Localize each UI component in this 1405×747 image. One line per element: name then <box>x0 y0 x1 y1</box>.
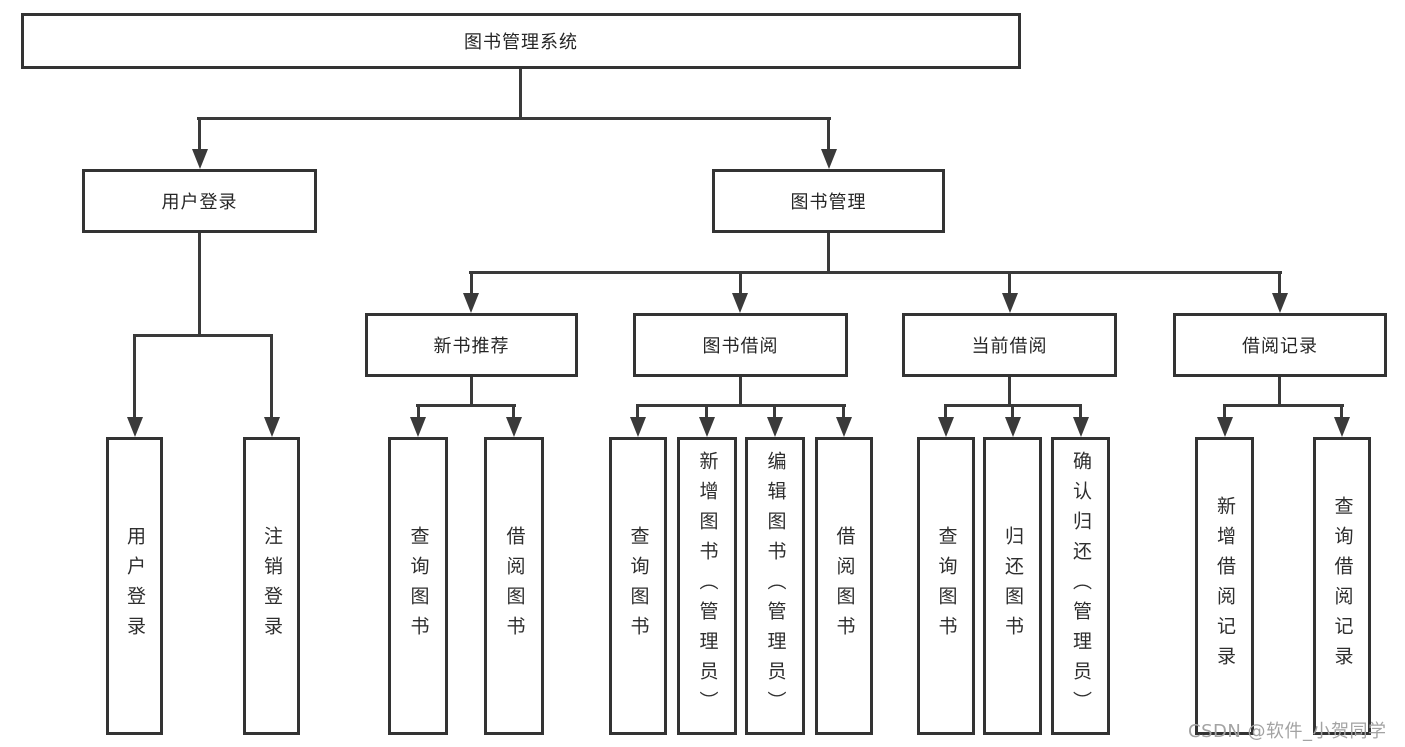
connector-line <box>512 404 515 420</box>
connector-line <box>1008 271 1011 297</box>
node-new-book-recommend-label: 新书推荐 <box>433 336 510 357</box>
arrow-down-icon <box>463 293 479 313</box>
arrow-down-icon <box>1002 293 1018 313</box>
leaf-borrow-books-recommend: 借阅图书 <box>484 437 544 735</box>
leaf-add-book-admin: 新增图书（管理员） <box>677 437 737 735</box>
leaf-query-books-recommend-label: 查询图书 <box>407 526 430 646</box>
connector-line <box>1278 377 1281 407</box>
leaf-add-borrow-record: 新增借阅记录 <box>1195 437 1254 735</box>
connector-line <box>1223 404 1226 420</box>
connector-line <box>1223 404 1344 407</box>
node-new-book-recommend: 新书推荐 <box>365 313 578 377</box>
leaf-user-login: 用户登录 <box>106 437 163 735</box>
leaf-edit-book-admin-label: 编辑图书（管理员） <box>764 451 787 721</box>
connector-line <box>842 404 845 420</box>
node-book-management: 图书管理 <box>712 169 945 233</box>
connector-line <box>1011 404 1014 420</box>
connector-line <box>636 404 846 407</box>
node-book-management-label: 图书管理 <box>790 192 867 213</box>
leaf-query-books-borrowing-label: 查询图书 <box>627 526 650 646</box>
connector-line <box>1340 404 1343 420</box>
connector-line <box>470 271 473 297</box>
node-borrowing-records: 借阅记录 <box>1173 313 1387 377</box>
leaf-query-borrow-record-label: 查询借阅记录 <box>1331 496 1354 676</box>
connector-line <box>1278 271 1281 297</box>
leaf-return-book: 归还图书 <box>983 437 1042 735</box>
leaf-query-books-borrowing: 查询图书 <box>609 437 667 735</box>
leaf-borrow-books-label: 借阅图书 <box>833 526 856 646</box>
arrow-down-icon <box>410 417 426 437</box>
leaf-query-borrow-record: 查询借阅记录 <box>1313 437 1371 735</box>
connector-line <box>270 334 273 420</box>
leaf-logout-label: 注销登录 <box>261 526 283 646</box>
watermark-text: CSDN @软件_小贺同学 <box>1188 721 1387 742</box>
connector-line <box>133 334 136 420</box>
connector-line <box>705 404 708 420</box>
connector-line <box>197 117 831 120</box>
node-user-login-label: 用户登录 <box>161 192 238 213</box>
connector-line <box>417 404 420 420</box>
arrow-down-icon <box>127 417 143 437</box>
arrow-down-icon <box>821 149 837 169</box>
node-book-borrowing: 图书借阅 <box>633 313 848 377</box>
connector-line <box>198 233 201 337</box>
leaf-confirm-return-admin: 确认归还（管理员） <box>1051 437 1110 735</box>
leaf-query-books-current: 查询图书 <box>917 437 975 735</box>
connector-line <box>519 69 522 120</box>
node-borrowing-records-label: 借阅记录 <box>1242 336 1318 357</box>
connector-line <box>739 271 742 297</box>
connector-line <box>773 404 776 420</box>
arrow-down-icon <box>506 417 522 437</box>
leaf-borrow-books: 借阅图书 <box>815 437 873 735</box>
arrow-down-icon <box>732 293 748 313</box>
leaf-return-book-label: 归还图书 <box>1002 526 1024 646</box>
leaf-query-books-recommend: 查询图书 <box>388 437 448 735</box>
leaf-confirm-return-admin-label: 确认归还（管理员） <box>1070 451 1092 721</box>
node-library-management-system: 图书管理系统 <box>21 13 1021 69</box>
arrow-down-icon <box>1272 293 1288 313</box>
leaf-edit-book-admin: 编辑图书（管理员） <box>745 437 805 735</box>
leaf-query-books-current-label: 查询图书 <box>935 526 958 646</box>
arrow-down-icon <box>767 417 783 437</box>
connector-line <box>198 117 201 153</box>
leaf-add-book-admin-label: 新增图书（管理员） <box>696 451 719 721</box>
node-library-management-system-label: 图书管理系统 <box>464 32 578 53</box>
leaf-borrow-books-recommend-label: 借阅图书 <box>503 526 526 646</box>
arrow-down-icon <box>1334 417 1350 437</box>
connector-line <box>416 404 516 407</box>
connector-line <box>827 233 830 274</box>
leaf-logout: 注销登录 <box>243 437 300 735</box>
connector-line <box>636 404 639 420</box>
arrow-down-icon <box>192 149 208 169</box>
arrow-down-icon <box>836 417 852 437</box>
arrow-down-icon <box>264 417 280 437</box>
node-current-borrowing-label: 当前借阅 <box>971 336 1048 357</box>
connector-line <box>827 117 830 153</box>
connector-line <box>739 377 742 407</box>
leaf-user-login-label: 用户登录 <box>124 526 146 646</box>
arrow-down-icon <box>699 417 715 437</box>
arrow-down-icon <box>938 417 954 437</box>
connector-line <box>944 404 947 420</box>
node-user-login: 用户登录 <box>82 169 317 233</box>
connector-line <box>133 334 273 337</box>
arrow-down-icon <box>1073 417 1089 437</box>
node-current-borrowing: 当前借阅 <box>902 313 1117 377</box>
connector-line <box>470 377 473 407</box>
leaf-add-borrow-record-label: 新增借阅记录 <box>1214 496 1236 676</box>
connector-line <box>469 271 1282 274</box>
node-book-borrowing-label: 图书借阅 <box>702 336 779 357</box>
arrow-down-icon <box>1005 417 1021 437</box>
connector-line <box>1079 404 1082 420</box>
arrow-down-icon <box>630 417 646 437</box>
arrow-down-icon <box>1217 417 1233 437</box>
connector-line <box>1008 377 1011 407</box>
